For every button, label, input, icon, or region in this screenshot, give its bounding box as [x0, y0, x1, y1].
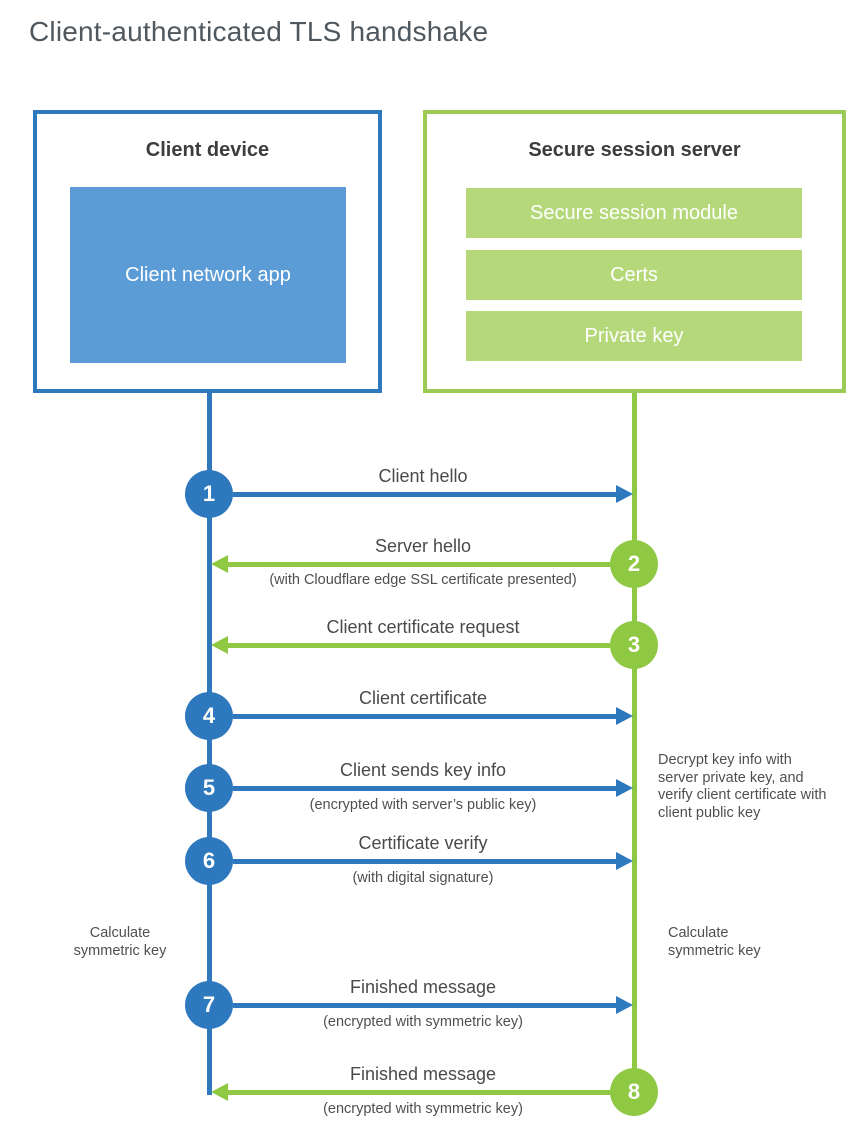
message-label-7: Finished message — [349, 977, 497, 997]
client-device-title: Client device — [145, 139, 270, 161]
client-network-app-box: Client network app — [70, 187, 346, 363]
arrow-line-2 — [228, 562, 610, 567]
server-module-label: Certs — [610, 263, 658, 286]
client-lifeline — [207, 393, 212, 1095]
server-module-bar-private-key: Private key — [466, 311, 802, 361]
message-subtitle-8: (encrypted with symmetric key) — [323, 1101, 523, 1117]
arrow-line-5 — [233, 786, 616, 791]
arrow-head-left-icon — [211, 636, 228, 654]
message-subtitle-5: (encrypted with server’s public key) — [309, 797, 537, 813]
step-circle-8: 8 — [610, 1068, 658, 1116]
arrow-head-right-icon — [616, 485, 633, 503]
arrow-line-8 — [228, 1090, 610, 1095]
calc-symmetric-key-left: Calculate symmetric key — [73, 925, 167, 959]
arrow-line-6 — [233, 859, 616, 864]
message-label-1: Client hello — [378, 466, 468, 486]
arrow-head-right-icon — [616, 707, 633, 725]
arrow-line-3 — [228, 643, 610, 648]
secure-session-server-title: Secure session server — [528, 139, 741, 161]
message-label-4: Client certificate — [358, 688, 488, 708]
calc-symmetric-key-right: Calculate symmetric key — [668, 925, 761, 959]
message-subtitle-6: (with digital signature) — [352, 870, 494, 886]
step-circle-6: 6 — [185, 837, 233, 885]
message-label-6: Certificate verify — [358, 833, 488, 853]
arrow-line-7 — [233, 1003, 616, 1008]
message-subtitle-7: (encrypted with symmetric key) — [323, 1014, 523, 1030]
server-lifeline — [632, 393, 637, 1092]
message-label-8: Finished message — [349, 1064, 497, 1084]
step-circle-3: 3 — [610, 621, 658, 669]
arrow-head-right-icon — [616, 996, 633, 1014]
server-module-bar-secure-session-module: Secure session module — [466, 188, 802, 238]
message-label-5: Client sends key info — [339, 760, 507, 780]
step-circle-2: 2 — [610, 540, 658, 588]
server-module-bar-certs: Certs — [466, 250, 802, 300]
arrow-head-left-icon — [211, 1083, 228, 1101]
client-network-app-label: Client network app — [125, 264, 291, 286]
step-circle-7: 7 — [185, 981, 233, 1029]
decrypt-note: Decrypt key info with server private key… — [658, 752, 827, 821]
arrow-line-1 — [233, 492, 616, 497]
page-title: Client-authenticated TLS handshake — [29, 16, 489, 47]
step-circle-5: 5 — [185, 764, 233, 812]
message-label-2: Server hello — [374, 536, 472, 556]
arrow-head-right-icon — [616, 852, 633, 870]
message-label-3: Client certificate request — [326, 617, 520, 637]
arrow-head-right-icon — [616, 779, 633, 797]
server-module-label: Private key — [584, 324, 684, 347]
step-circle-1: 1 — [185, 470, 233, 518]
arrow-line-4 — [233, 714, 616, 719]
step-circle-4: 4 — [185, 692, 233, 740]
server-module-label: Secure session module — [530, 201, 738, 224]
message-subtitle-2: (with Cloudflare edge SSL certificate pr… — [269, 572, 577, 588]
arrow-head-left-icon — [211, 555, 228, 573]
